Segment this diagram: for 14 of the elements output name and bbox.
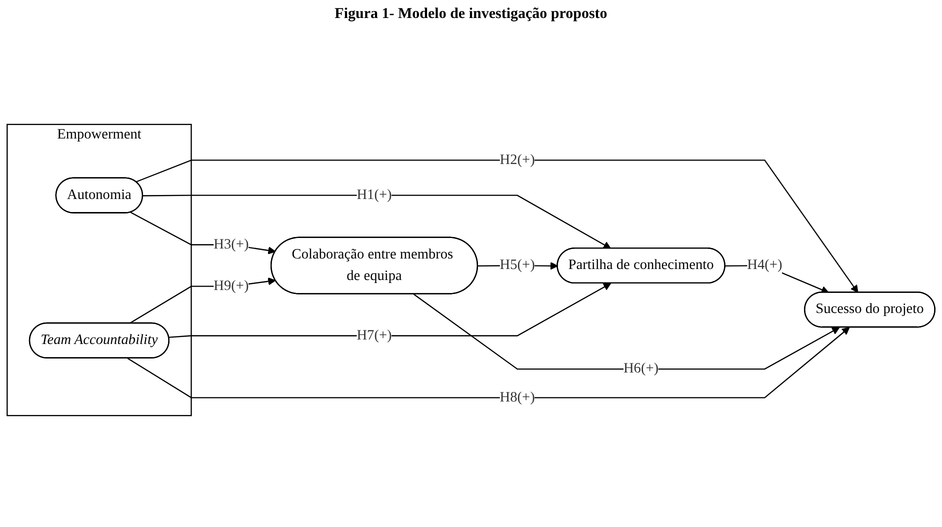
edge-label: H1(+)	[356, 187, 392, 202]
edge-label: H4(+)	[747, 257, 782, 273]
edge-label: H2(+)	[500, 152, 535, 168]
arrow	[142, 194, 612, 249]
edge-label: H8(+)	[500, 390, 535, 405]
figure-title: Figura 1- Modelo de investigação proposto	[334, 6, 608, 23]
arrow	[127, 327, 850, 398]
arrow	[168, 283, 612, 338]
edge-label: H7(+)	[356, 328, 392, 343]
edge-label: H3(+)	[214, 236, 249, 252]
arrow	[413, 294, 840, 370]
edge-label: H9(+)	[214, 278, 249, 294]
edge-label: H6(+)	[623, 361, 659, 376]
edge-label: H5(+)	[500, 257, 535, 273]
